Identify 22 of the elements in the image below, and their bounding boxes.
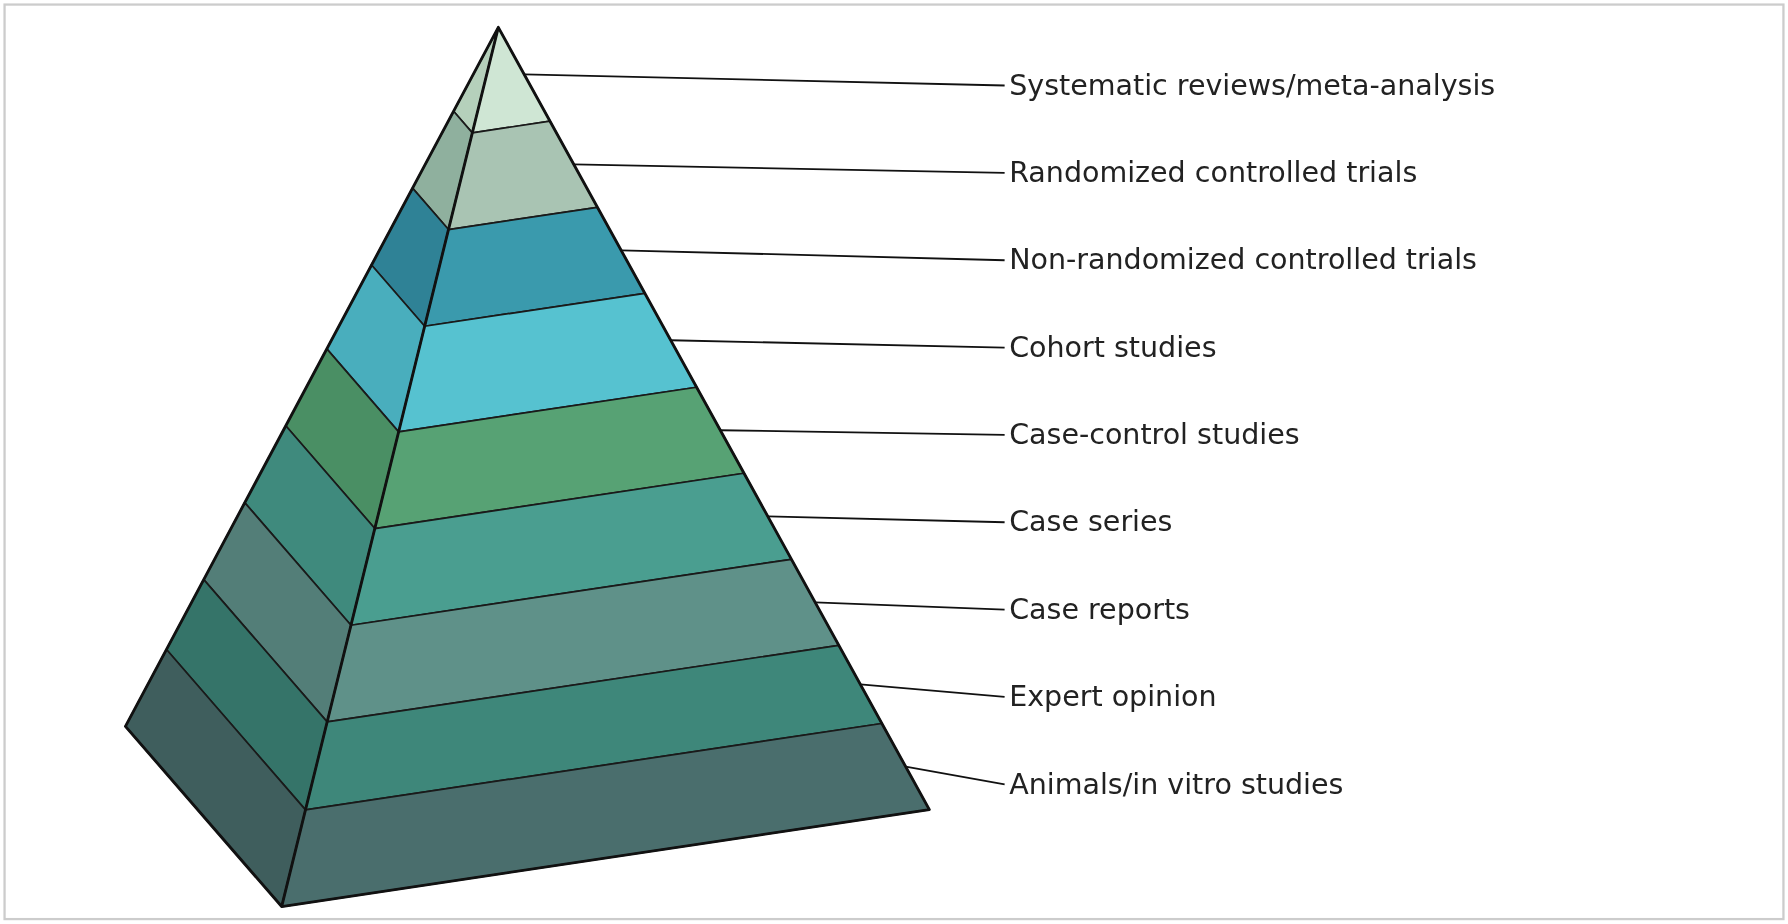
level-label: Case reports <box>1009 591 1190 628</box>
leader-line <box>669 339 1006 349</box>
leader-line <box>859 683 1006 698</box>
level-label: Expert opinion <box>1009 678 1217 716</box>
level-label: Animals/in vitro studies <box>1009 766 1344 803</box>
pyramid-layer <box>165 578 883 811</box>
leader-line <box>719 429 1006 436</box>
level-label: Systematic reviews/meta-analysis <box>1009 67 1496 104</box>
leader-line <box>572 163 1006 174</box>
level-label: Case-control studies <box>1009 416 1300 454</box>
leader-line <box>523 73 1006 87</box>
level-label: Randomized controlled trials <box>1009 154 1418 192</box>
leader-line <box>620 249 1006 262</box>
level-label: Case series <box>1009 504 1173 541</box>
level-label: Non-randomized controlled trials <box>1009 241 1477 279</box>
leader-line <box>904 765 1006 786</box>
leader-line <box>814 601 1006 611</box>
level-label: Cohort studies <box>1009 329 1217 366</box>
pyramid-layer <box>370 187 646 328</box>
leader-line <box>766 515 1006 524</box>
pyramid-layer <box>325 264 698 433</box>
pyramid-layer <box>202 501 840 723</box>
